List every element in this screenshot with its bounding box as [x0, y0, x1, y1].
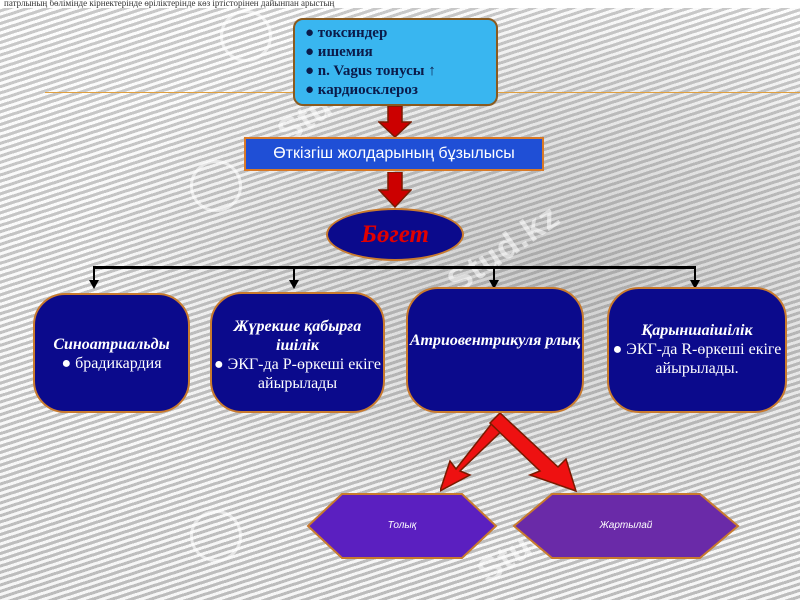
intra-atrial-node: Жүрекше қабырға ішілік ● ЭКГ-да Р-өркеші…	[210, 292, 385, 413]
cause-item: ● n. Vagus тонусы ↑	[305, 63, 436, 79]
atrioventricular-node: Атриовентрикуля рлық	[406, 287, 584, 413]
node-detail: ● ЭКГ-да R-өркеші екіге айырылады.	[612, 341, 782, 377]
split-arrow-icon	[440, 413, 578, 493]
cause-item: ● кардиосклероз	[305, 82, 418, 98]
branch-arrow-icon	[89, 266, 99, 289]
block-node: Бөгет	[326, 208, 464, 261]
top-text: патрлының бөлімінде кірнектерінде өрілік…	[4, 0, 335, 8]
node-detail: ● брадикардия	[61, 355, 162, 372]
complete-block-hex	[306, 493, 498, 559]
complete-block-label: Толық	[387, 520, 417, 531]
branch-arrow-icon	[489, 266, 499, 289]
cause-item: ● ишемия	[305, 44, 373, 60]
arrow-down-icon	[378, 106, 412, 138]
branch-arrow-icon	[289, 266, 299, 289]
branch-arrow-icon	[690, 266, 700, 289]
partial-block-hex	[512, 493, 740, 559]
pathway-box: Өткізгіш жолдарының бұзылысы	[244, 137, 544, 171]
node-title: Қарыншаішілік	[641, 322, 753, 339]
watermark-logo-icon	[190, 510, 242, 562]
arrow-down-icon	[378, 172, 412, 208]
intraventricular-node: Қарыншаішілік ● ЭКГ-да R-өркеші екіге ай…	[607, 287, 787, 413]
partial-block-label: Жартылай	[599, 520, 653, 531]
cause-item: ● токсиндер	[305, 25, 388, 41]
watermark-logo-icon	[190, 160, 242, 212]
node-detail: ● ЭКГ-да Р-өркеші екіге айырылады	[214, 356, 381, 392]
node-title: Атриовентрикуля рлық	[409, 332, 581, 349]
causes-box: ● токсиндер ● ишемия ● n. Vagus тонусы ↑…	[293, 18, 498, 106]
sinoatrial-node: Синоатриальды ● брадикардия	[33, 293, 190, 413]
node-title: Синоатриальды	[53, 336, 170, 353]
top-text-strip: патрлының бөлімінде кірнектерінде өрілік…	[0, 0, 800, 8]
watermark-logo-icon	[220, 10, 272, 62]
branch-connector	[93, 266, 696, 269]
node-title: Жүрекше қабырға ішілік	[233, 318, 362, 354]
